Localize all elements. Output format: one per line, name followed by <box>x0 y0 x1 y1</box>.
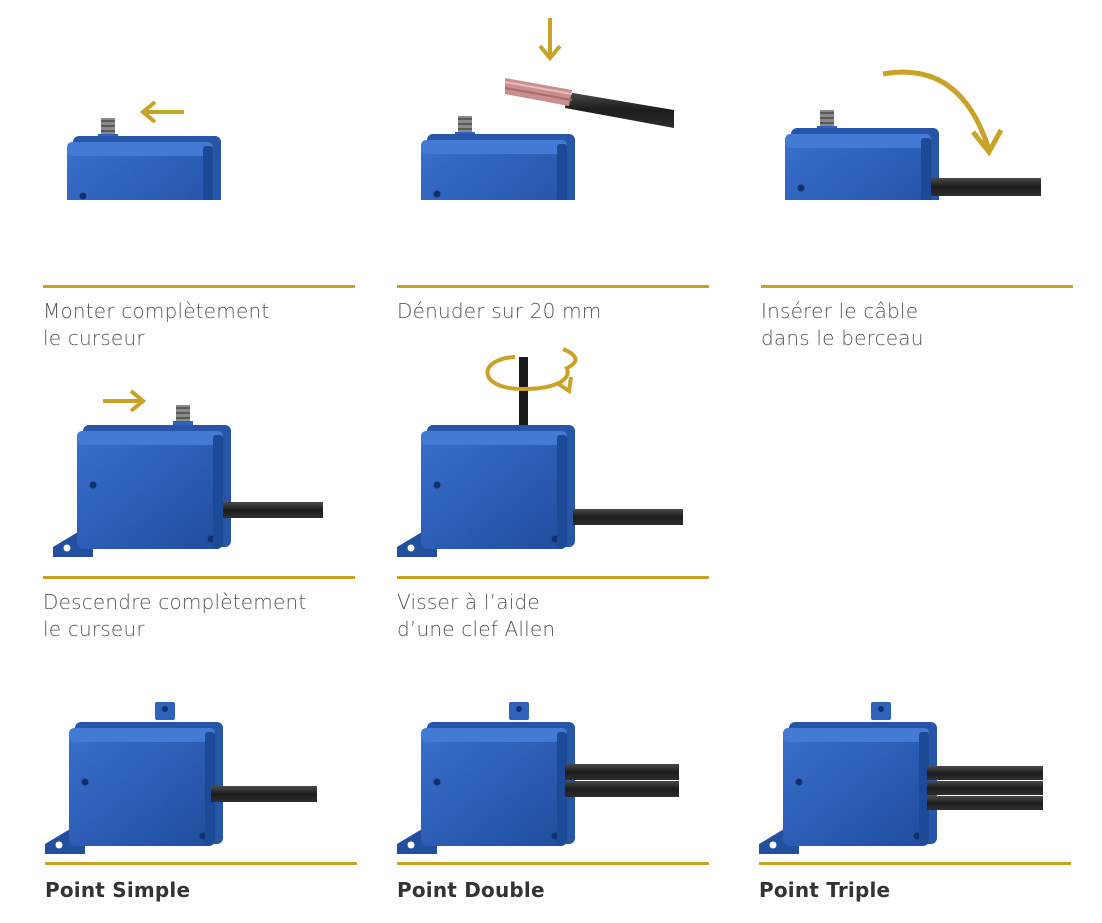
variant-simple-illustration <box>45 702 317 854</box>
step-4-illustration <box>53 389 323 557</box>
variant-triple-illustration <box>759 702 1043 854</box>
step-3-divider <box>761 285 1073 288</box>
variant-triple-label: Point Triple <box>759 878 891 902</box>
variant-simple-divider <box>45 862 357 865</box>
step-4-divider <box>43 576 355 579</box>
variant-simple-label: Point Simple <box>45 878 191 902</box>
step-1-illustration <box>43 100 221 200</box>
step-3-illustration <box>761 69 1041 200</box>
step-2-illustration <box>397 18 674 200</box>
arrow-right-icon <box>103 389 147 413</box>
arrow-left-icon <box>139 100 184 124</box>
step-5-divider <box>397 576 709 579</box>
step-2-caption: Dénuder sur 20 mm <box>397 299 602 323</box>
arrow-down-icon <box>538 18 562 62</box>
step-2-divider <box>397 285 709 288</box>
cable-stripped <box>504 78 674 128</box>
step-5-illustration <box>397 347 683 557</box>
variant-triple-divider <box>759 862 1071 865</box>
step-1-divider <box>43 285 355 288</box>
variant-double-divider <box>397 862 709 865</box>
variant-double-illustration <box>397 702 679 854</box>
variant-double-label: Point Double <box>397 878 545 902</box>
rotate-arrow-icon <box>485 347 578 395</box>
curved-arrow-icon <box>882 69 1004 157</box>
